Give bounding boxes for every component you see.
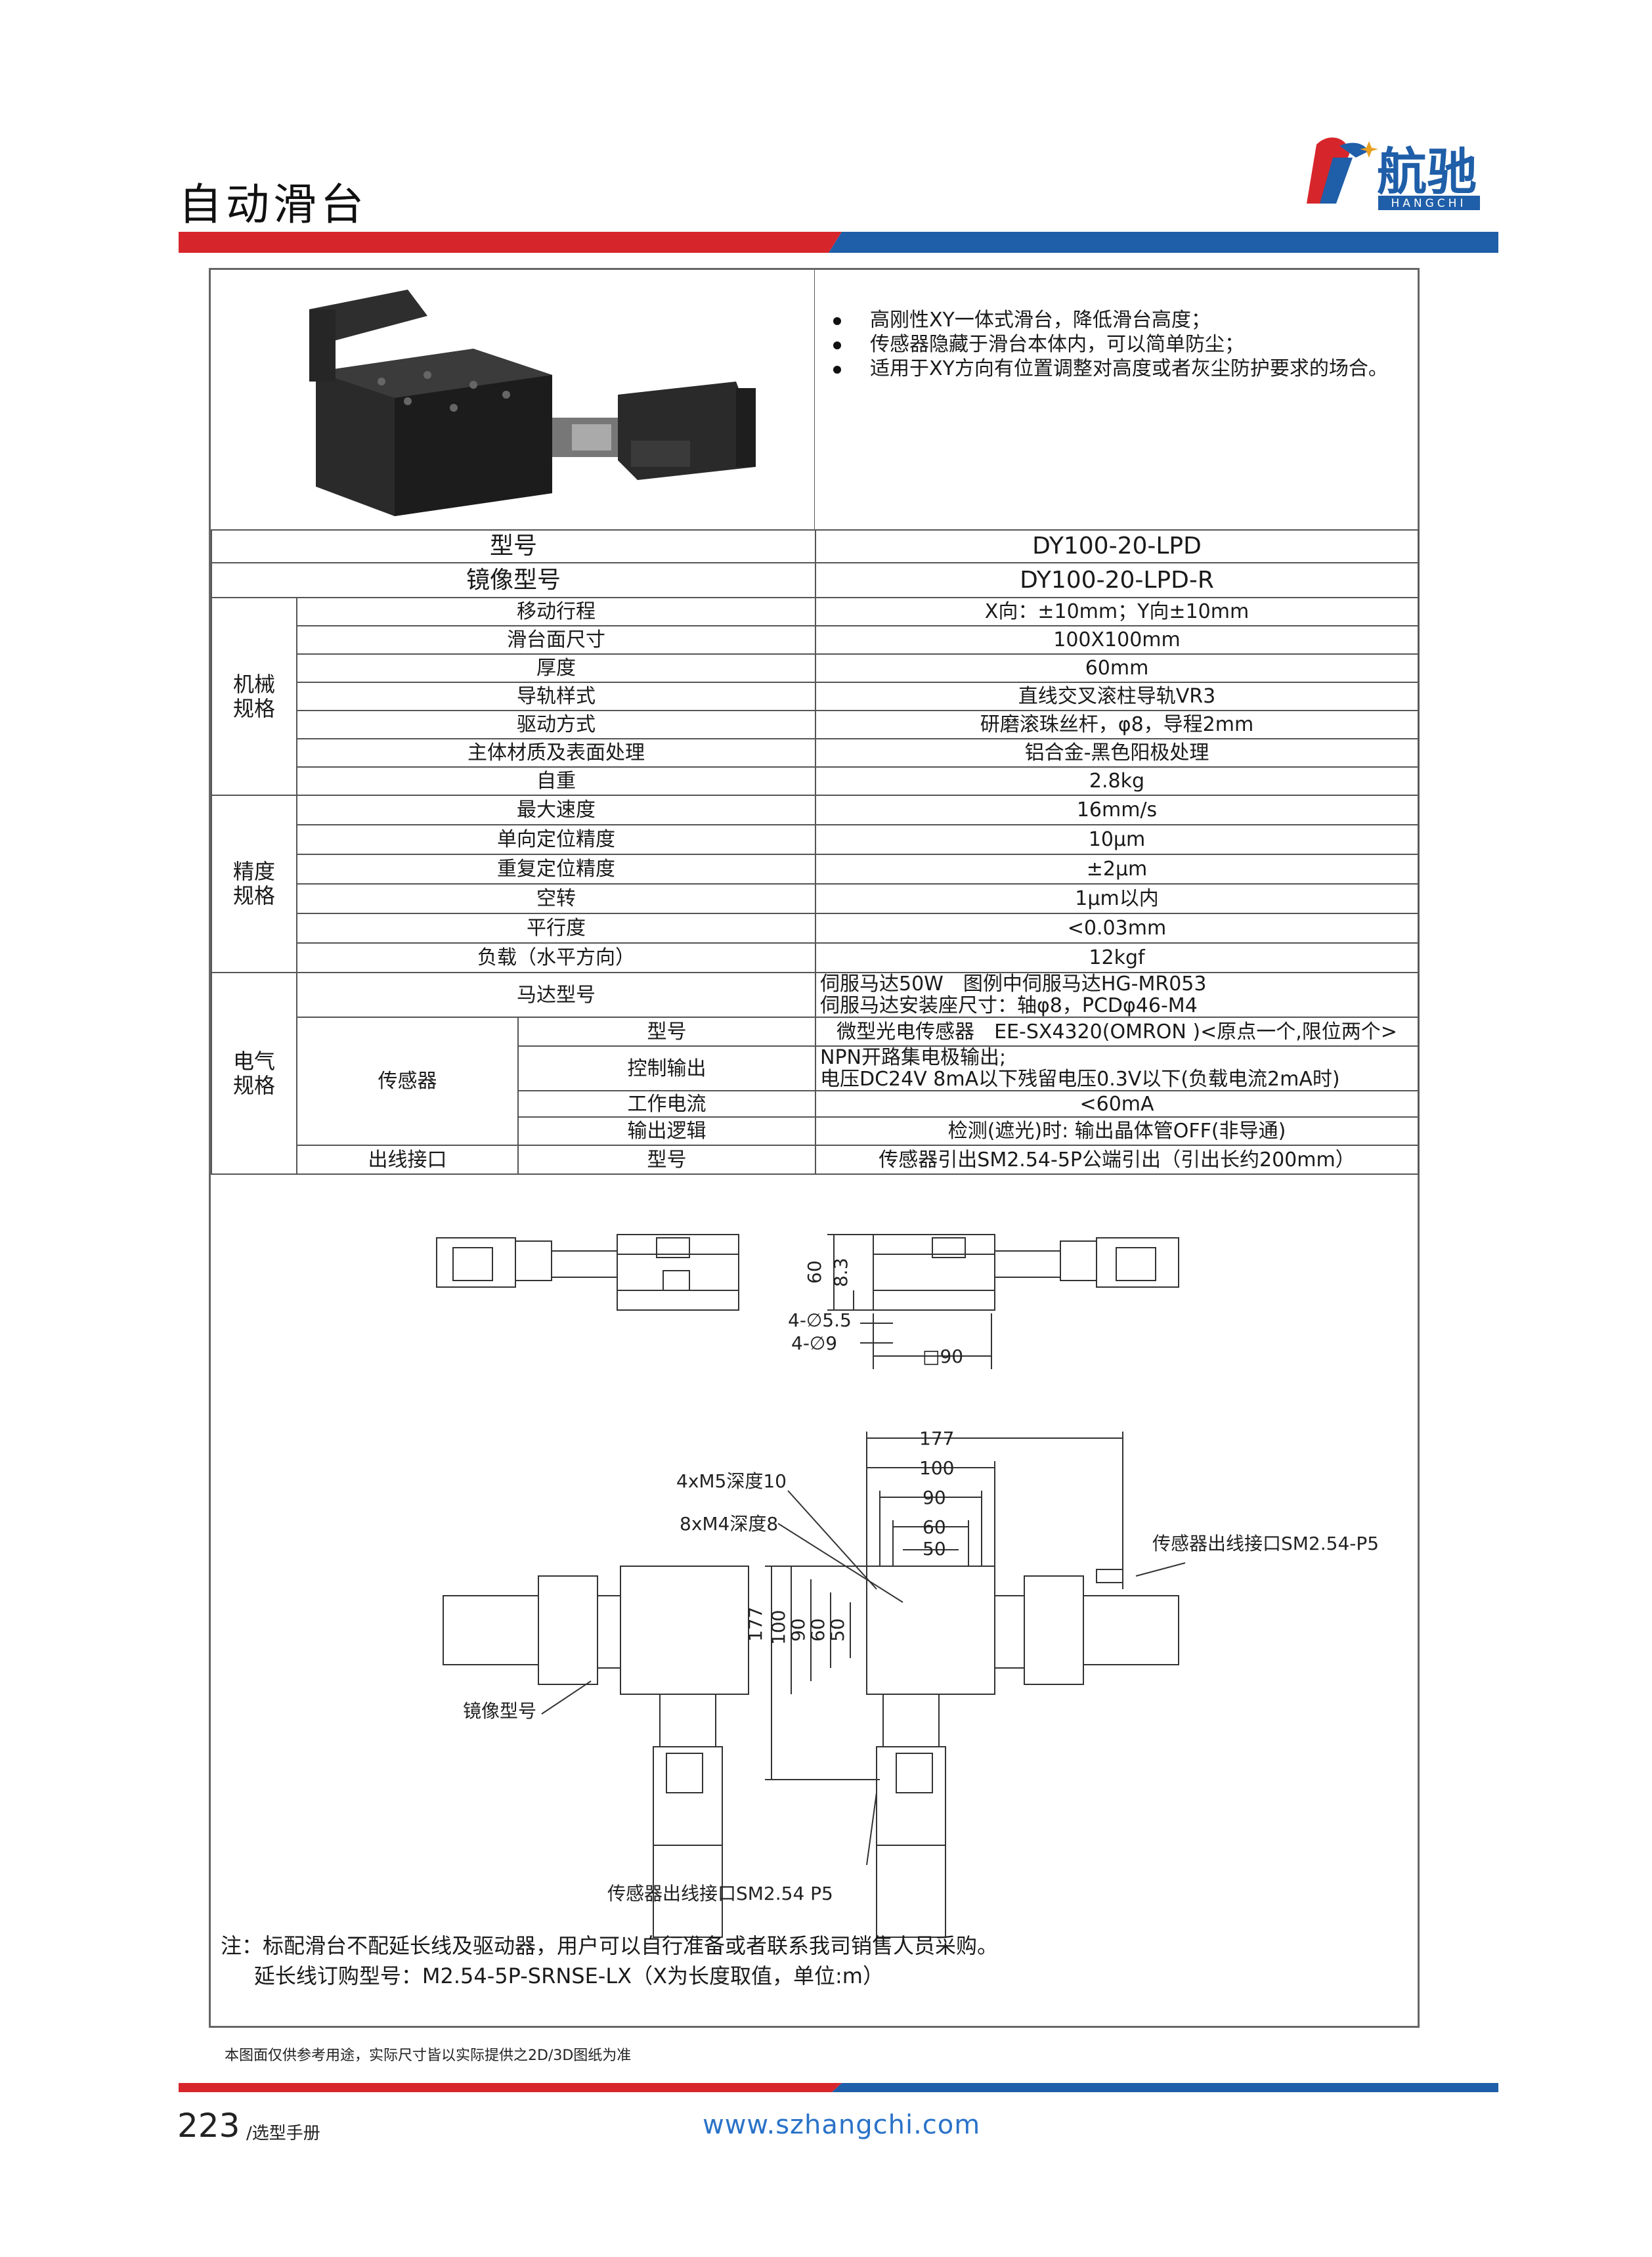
bullet-icon [833, 365, 841, 374]
page-title: 自动滑台 [179, 179, 368, 230]
table-row: 型号 DY100-20-LPD [211, 529, 1419, 563]
table-row: 出线接口 型号 传感器引出SM2.54-5P公端引出（引出长约200mm） [211, 1145, 1419, 1175]
table-row: 驱动方式研磨滚珠丝杆，φ8，导程2mm [211, 710, 1419, 739]
logo-mark-icon: 航驰 HANGCHI [1307, 137, 1480, 210]
mirror-value: DY100-20-LPD-R [815, 562, 1419, 598]
group-electrical: 电气 规格 [211, 972, 297, 1175]
spec-value: 伺服马达50W 图例中伺服马达HG-MR053 伺服马达安装座尺寸：轴φ8，PC… [815, 972, 1419, 1018]
spec-value: <0.03mm [815, 913, 1419, 944]
spec-label: 平行度 [296, 913, 816, 944]
spec-value: 传感器引出SM2.54-5P公端引出（引出长约200mm） [815, 1145, 1419, 1175]
website-link[interactable]: www.szhangchi.com [703, 2110, 981, 2140]
spec-value: 2.8kg [815, 766, 1419, 796]
mirror-label: 镜像型号 [211, 562, 816, 598]
feature-item: 高刚性XY一体式滑台，降低滑台高度； [833, 308, 1388, 332]
spec-value: <60mA [815, 1090, 1419, 1118]
page-suffix: /选型手册 [246, 2124, 320, 2143]
hangchi-logo: 航驰 HANGCHI [1303, 131, 1500, 217]
header-band [179, 227, 1498, 253]
spec-value: NPN开路集电极输出; 电压DC24V 8mA以下残留电压0.3V以下(负载电流… [815, 1045, 1419, 1091]
spec-value: X向：±10mm；Y向±10mm [815, 597, 1419, 626]
spec-label: 滑台面尺寸 [296, 625, 816, 655]
table-row: 传感器 型号 微型光电传感器 EE-SX4320(OMRON )<原点一个,限位… [211, 1017, 1419, 1146]
page-number: 223 [177, 2107, 240, 2145]
spec-label: 移动行程 [296, 597, 816, 626]
table-row: 精度 规格 最大速度 16mm/s [211, 795, 1419, 973]
table-row: 导轨样式直线交叉滚柱导轨VR3 [211, 682, 1419, 711]
spec-table: 型号 DY100-20-LPD 镜像型号 DY100-20-LPD-R 机械 规… [211, 529, 1419, 1175]
footer-band [179, 2083, 1498, 2092]
spec-value: 直线交叉滚柱导轨VR3 [815, 682, 1419, 711]
group-precision: 精度 规格 [211, 795, 297, 973]
table-row: 工作电流 <60mA [211, 1090, 1419, 1118]
spec-label: 导轨样式 [296, 682, 816, 711]
connector-label: 出线接口 [296, 1145, 519, 1175]
table-row: 主体材质及表面处理铝合金-黑色阳极处理 [211, 738, 1419, 768]
feature-list: 高刚性XY一体式滑台，降低滑台高度； 传感器隐藏于滑台本体内，可以简单防尘； 适… [833, 308, 1388, 381]
spec-value: 铝合金-黑色阳极处理 [815, 738, 1419, 768]
spec-label: 工作电流 [517, 1090, 816, 1118]
spec-value: 10μm [815, 824, 1419, 855]
spec-label: 型号 [517, 1017, 816, 1047]
spec-label: 重复定位精度 [296, 854, 816, 885]
spec-label: 自重 [296, 766, 816, 796]
spec-value: 16mm/s [815, 795, 1419, 825]
bullet-icon [833, 317, 841, 325]
spec-label: 主体材质及表面处理 [296, 738, 816, 768]
table-row: 平行度<0.03mm [211, 913, 1419, 944]
spec-value: 研磨滚珠丝杆，φ8，导程2mm [815, 710, 1419, 739]
spec-label: 控制输出 [517, 1045, 816, 1091]
model-value: DY100-20-LPD [815, 529, 1419, 563]
spec-label: 单向定位精度 [296, 824, 816, 855]
spec-label: 驱动方式 [296, 710, 816, 739]
table-row: 机械 规格 移动行程 X向：±10mm；Y向±10mm [211, 597, 1419, 796]
table-row: 电气 规格 马达型号 伺服马达50W 图例中伺服马达HG-MR053 伺服马达安… [211, 972, 1419, 1175]
brand-cn: 航驰 [1377, 142, 1477, 201]
spec-label: 输出逻辑 [517, 1116, 816, 1146]
sensor-label: 传感器 [296, 1017, 519, 1146]
spec-box: 高刚性XY一体式滑台，降低滑台高度； 传感器隐藏于滑台本体内，可以简单防尘； 适… [209, 268, 1420, 2028]
model-label: 型号 [211, 529, 816, 563]
spec-label: 马达型号 [296, 972, 816, 1018]
table-row: 输出逻辑 检测(遮光)时: 输出晶体管OFF(非导通) [211, 1116, 1419, 1146]
product-photo [309, 270, 815, 529]
spec-value: ±2μm [815, 854, 1419, 885]
spec-value: 12kgf [815, 942, 1419, 973]
table-row: 重复定位精度±2μm [211, 854, 1419, 885]
feature-item: 传感器隐藏于滑台本体内，可以简单防尘； [833, 332, 1388, 357]
spec-value: 1μm以内 [815, 883, 1419, 914]
bullet-icon [833, 341, 841, 349]
spec-value: 60mm [815, 653, 1419, 683]
table-row: 镜像型号 DY100-20-LPD-R [211, 562, 1419, 598]
spec-value: 微型光电传感器 EE-SX4320(OMRON )<原点一个,限位两个> [815, 1017, 1419, 1047]
group-mech: 机械 规格 [211, 597, 297, 796]
spec-label: 空转 [296, 883, 816, 914]
slide-photo-icon [309, 290, 756, 516]
spec-label: 厚度 [296, 653, 816, 683]
spec-label: 型号 [517, 1145, 816, 1175]
spec-label: 最大速度 [296, 795, 816, 825]
table-row: 负载（水平方向）12kgf [211, 942, 1419, 973]
table-row: 控制输出 NPN开路集电极输出; 电压DC24V 8mA以下残留电压0.3V以下… [211, 1045, 1419, 1091]
spec-value: 检测(遮光)时: 输出晶体管OFF(非导通) [815, 1116, 1419, 1146]
spec-label: 负载（水平方向） [296, 942, 816, 973]
brand-en: HANGCHI [1391, 197, 1467, 210]
feature-item: 适用于XY方向有位置调整对高度或者灰尘防护要求的场合。 [833, 357, 1388, 381]
spec-value: 100X100mm [815, 625, 1419, 655]
disclaimer: 本图面仅供参考用途，实际尺寸皆以实际提供之2D/3D图纸为准 [225, 2048, 632, 2064]
note-text: 注：标配滑台不配延长线及驱动器，用户可以自行准备或者联系我司销售人员采购。 延长… [221, 1933, 999, 1988]
